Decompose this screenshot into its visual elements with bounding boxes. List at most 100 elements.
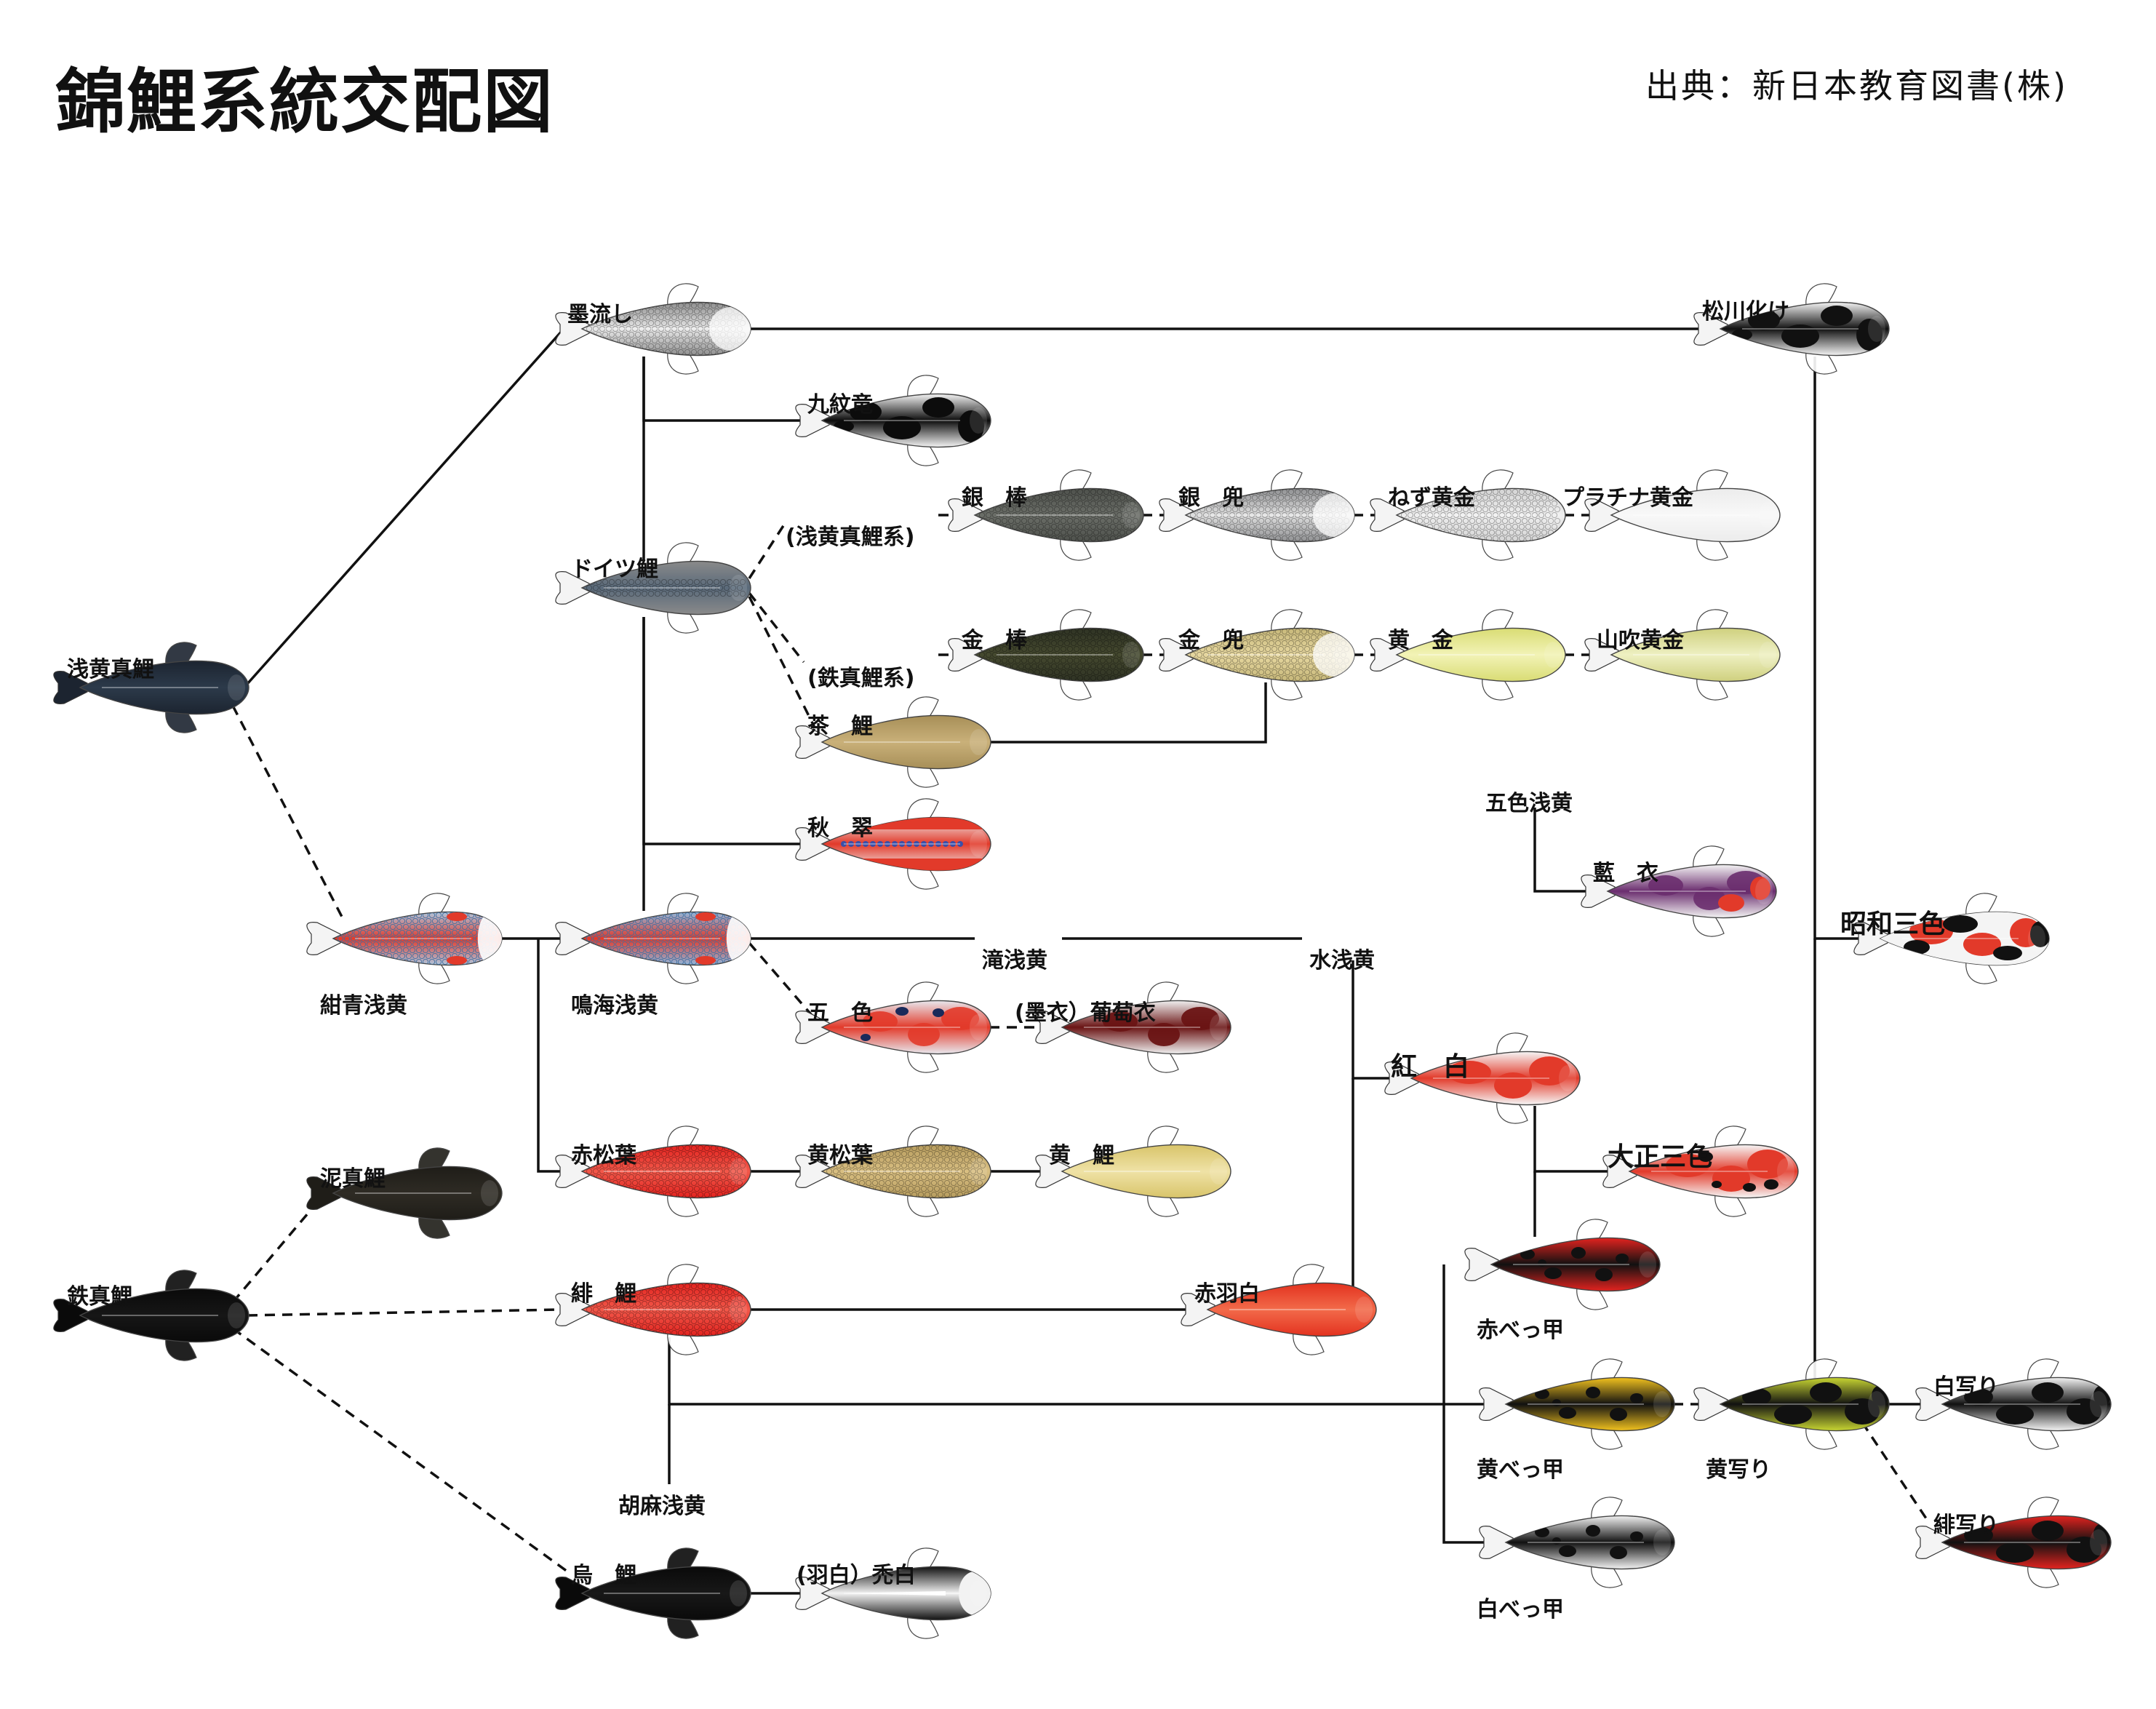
koi-kohaku bbox=[1384, 1032, 1581, 1124]
koi-aka-matsuba bbox=[555, 1126, 751, 1217]
edge-tetsu_magoi-higoi bbox=[247, 1308, 561, 1317]
label-aka-matsuba: 赤松葉 bbox=[571, 1143, 637, 1168]
edge-goshiki_asagi-aigoromo bbox=[1533, 808, 1586, 893]
label-ogon: 黄 金 bbox=[1388, 628, 1454, 653]
label-goshiki-asagi: 五色浅黄 bbox=[1485, 791, 1573, 816]
label-kin-bou: 金 棒 bbox=[961, 628, 1028, 653]
label-shiro-bekko: 白べっ甲 bbox=[1477, 1597, 1564, 1622]
edge-matsukawabake-showa_sanshoku bbox=[1813, 356, 1858, 940]
label-goshiki: 五 色 bbox=[807, 1000, 873, 1026]
koi-shiro-utsuri bbox=[1915, 1358, 2112, 1450]
label-kumonryu: 九紋竜 bbox=[807, 392, 873, 418]
edge-konjo_asagi-aka_matsuba bbox=[537, 939, 560, 1173]
koi-ki-utsuri bbox=[1693, 1358, 1890, 1450]
edge-asagi_magoi-sumi_nagashi bbox=[246, 327, 565, 685]
koi-sumi-nagashi bbox=[555, 283, 751, 375]
edge-tetsu_magoi-doro_magoi bbox=[231, 1198, 322, 1304]
label-mizu-asagi: 水浅黄 bbox=[1309, 948, 1375, 973]
koi-ogon bbox=[1370, 609, 1566, 701]
koi-tetsu-magoi bbox=[53, 1270, 249, 1361]
label-doro-magoi: 泥真鯉 bbox=[320, 1166, 386, 1192]
edge-aka_bekko-shiro_bekko bbox=[1442, 1264, 1484, 1544]
label-hi-utsuri: 緋写り bbox=[1933, 1513, 1999, 1538]
koi-asagi-magoi bbox=[53, 642, 249, 733]
page-title: 錦鯉系統交配図 bbox=[55, 61, 554, 143]
koi-gin-kabuto bbox=[1159, 469, 1355, 561]
label-higoi: 緋 鯉 bbox=[571, 1281, 636, 1307]
edge-doitsu_goi-tetsu_magoi_kei bbox=[748, 591, 805, 664]
koi-ki-matsuba bbox=[795, 1126, 991, 1217]
label-sumi-nagashi: 墨流し bbox=[567, 302, 633, 327]
koi-goshiki bbox=[795, 981, 991, 1073]
label-nezu-ogon: ねず黄金 bbox=[1388, 485, 1476, 511]
koi-aigoromo bbox=[1581, 845, 1777, 937]
koi-konjo-asagi bbox=[306, 893, 503, 984]
label-matsukawabake: 松川化け bbox=[1702, 299, 1789, 324]
koi-aka-bekko bbox=[1464, 1219, 1661, 1310]
koi-yamabuki-ogon bbox=[1584, 609, 1781, 701]
label-konjo-asagi: 紺青浅黄 bbox=[320, 993, 407, 1019]
label-goma-asagi: 胡麻浅黄 bbox=[618, 1494, 706, 1519]
koi-chagoi bbox=[795, 696, 991, 788]
label-gin-kabuto: 銀 兜 bbox=[1178, 485, 1244, 511]
label-aka-bekko: 赤べっ甲 bbox=[1477, 1318, 1564, 1343]
label-ki-matsuba: 黄松葉 bbox=[807, 1143, 874, 1168]
label-shiro-utsuri: 白写り bbox=[1933, 1374, 1999, 1400]
edge-kohaku-taisho_sanshoku bbox=[1533, 1106, 1608, 1173]
label-karasugoi: 烏 鯉 bbox=[571, 1563, 636, 1588]
label-shusui: 秋 翠 bbox=[807, 816, 873, 841]
koi-ki-bekko bbox=[1479, 1358, 1675, 1450]
label-tetsu-magoi-kei: (鉄真鯉系) bbox=[807, 666, 914, 691]
source-credit: 出典：新日本教育図書(株) bbox=[1645, 66, 2068, 105]
koi-nezu-ogon bbox=[1370, 469, 1566, 561]
label-narumi-asagi: 鳴海浅黄 bbox=[571, 993, 658, 1019]
label-kohaku: 紅 白 bbox=[1391, 1052, 1469, 1082]
label-taki-asagi: 滝浅黄 bbox=[982, 948, 1047, 973]
edge-ki_utsuri-hi_utsuri bbox=[1861, 1422, 1929, 1521]
label-asagi-magoi: 浅黄真鯉 bbox=[67, 657, 154, 682]
koi-hage-shiro bbox=[795, 1547, 991, 1639]
koi-budo-goromo bbox=[1035, 981, 1231, 1073]
koi-kin-bou bbox=[948, 609, 1144, 701]
koi-kigoi bbox=[1035, 1126, 1231, 1217]
label-kin-kabuto: 金 兜 bbox=[1178, 628, 1244, 653]
label-ki-bekko: 黄べっ甲 bbox=[1477, 1457, 1564, 1483]
edge-narumi_asagi-goshiki bbox=[748, 941, 816, 1020]
label-taisho-sanshoku: 大正三色 bbox=[1608, 1142, 1712, 1172]
koi-gin-bou bbox=[948, 469, 1144, 561]
koi-shusui bbox=[795, 798, 991, 890]
koi-narumi-asagi bbox=[555, 893, 751, 984]
label-asagi-magoi-kei: (浅黄真鯉系) bbox=[786, 525, 914, 550]
edge-chagoi-kin_kabuto bbox=[989, 682, 1267, 744]
koi-showa-sanshoku bbox=[1853, 893, 2050, 984]
koi-hi-utsuri bbox=[1915, 1497, 2112, 1588]
label-ki-utsuri: 黄写り bbox=[1706, 1457, 1771, 1483]
koi-figures bbox=[53, 283, 2112, 1639]
koi-aka-hajiro bbox=[1181, 1264, 1377, 1355]
koi-kin-kabuto bbox=[1159, 609, 1355, 701]
label-aigoromo: 藍 衣 bbox=[1593, 861, 1658, 886]
edge-tetsu_magoi-karasugoi bbox=[231, 1327, 569, 1573]
koi-shiro-bekko bbox=[1479, 1497, 1675, 1588]
koi-kumonryu bbox=[795, 375, 991, 466]
connector-lines bbox=[231, 327, 1929, 1595]
label-kigoi: 黄 鯉 bbox=[1049, 1143, 1114, 1168]
label-chagoi: 茶 鯉 bbox=[807, 714, 873, 739]
edge-sumi_nagashi-kumonryu bbox=[642, 356, 800, 422]
label-aka-hajiro: 赤羽白 bbox=[1194, 1281, 1260, 1307]
edge-mizu_asagi-kohaku bbox=[1352, 960, 1389, 1080]
label-yamabuki-ogon: 山吹黄金 bbox=[1597, 628, 1685, 653]
edge-asagi_magoi-konjo_asagi bbox=[231, 705, 343, 917]
label-tetsu-magoi: 鉄真鯉 bbox=[67, 1284, 132, 1310]
koi-matsukawabake bbox=[1693, 283, 1890, 375]
label-gin-bou: 銀 棒 bbox=[962, 485, 1028, 511]
label-doitsu-goi: ドイツ鯉 bbox=[571, 557, 658, 582]
label-showa-sanshoku: 昭和三色 bbox=[1840, 909, 1945, 939]
koi-karasugoi bbox=[555, 1547, 751, 1639]
label-hage-shiro: (羽白）禿白 bbox=[796, 1563, 916, 1588]
label-platinum-ogon: プラチナ黄金 bbox=[1562, 485, 1694, 511]
koi-platinum-ogon bbox=[1584, 469, 1781, 561]
koi-taisho-sanshoku bbox=[1602, 1126, 1799, 1217]
